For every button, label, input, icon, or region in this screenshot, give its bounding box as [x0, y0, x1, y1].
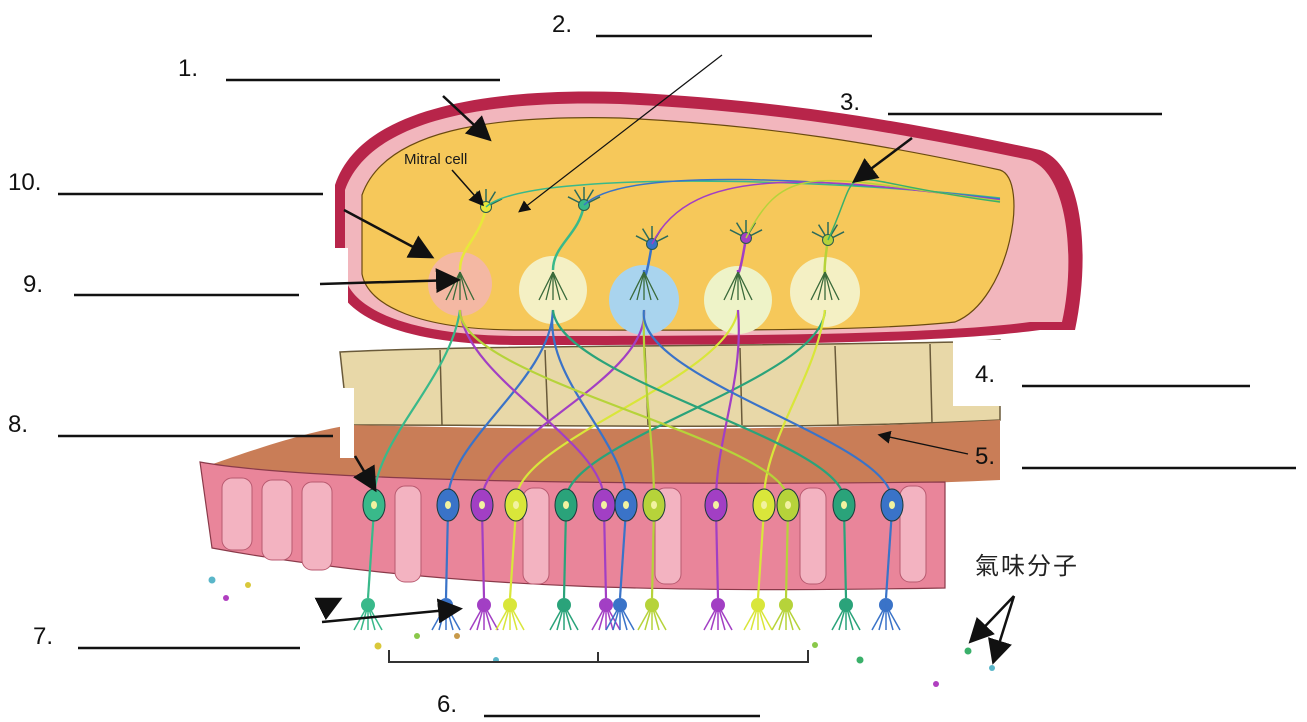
odor-molecules	[209, 577, 996, 688]
blank-number-5: 5.	[975, 443, 995, 470]
blank-number-10: 10.	[8, 169, 41, 196]
mitral-cell-label: Mitral cell	[404, 151, 467, 168]
blank-number-8: 8.	[8, 411, 28, 438]
receptor-bracket	[389, 650, 808, 662]
blank-number-4: 4.	[975, 361, 995, 388]
blank-number-6: 6.	[437, 691, 457, 718]
blank-number-9: 9.	[23, 271, 43, 298]
blank-number-2: 2.	[552, 11, 572, 38]
odor-molecules-label: 氣味分子	[975, 552, 1079, 580]
blank-number-1: 1.	[178, 55, 198, 82]
arrow-7b	[322, 600, 338, 608]
blank-number-7: 7.	[33, 623, 53, 650]
blank-number-3: 3.	[840, 89, 860, 116]
